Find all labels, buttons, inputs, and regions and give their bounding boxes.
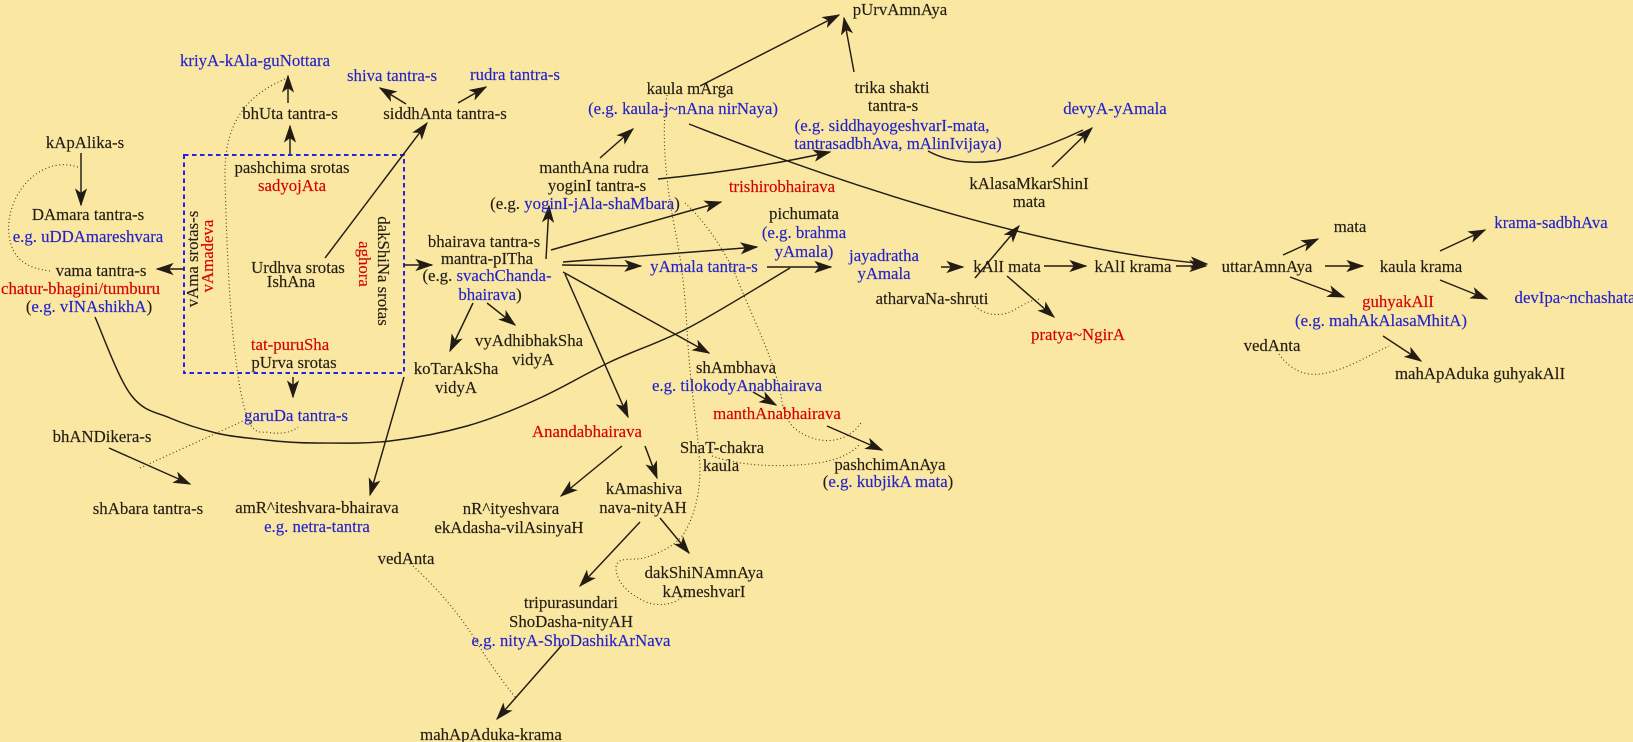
svg-text:vyAdhibhakSha: vyAdhibhakSha (475, 331, 584, 350)
svg-text:ShaT-chakra: ShaT-chakra (680, 438, 765, 457)
svg-text:e.g. netra-tantra: e.g. netra-tantra (264, 517, 370, 536)
svg-text:tantrasadbhAva, mAlinIvijaya): tantrasadbhAva, mAlinIvijaya) (794, 134, 1002, 153)
svg-text:rudra tantra-s: rudra tantra-s (470, 65, 560, 84)
svg-text:koTarAkSha: koTarAkSha (414, 359, 499, 378)
svg-text:Urdhva srotas: Urdhva srotas (251, 258, 345, 277)
svg-text:pUrva srotas: pUrva srotas (251, 353, 336, 372)
svg-text:kAlI mata: kAlI mata (973, 257, 1041, 276)
svg-text:kaula krama: kaula krama (1380, 257, 1463, 276)
svg-text:vidyA: vidyA (435, 378, 477, 397)
svg-text:kAlasaMkarShinI: kAlasaMkarShinI (969, 174, 1088, 193)
svg-text:vidyA: vidyA (512, 350, 554, 369)
svg-text:manthAnabhairava: manthAnabhairava (713, 404, 841, 423)
svg-text:kriyA-kAla-guNottara: kriyA-kAla-guNottara (180, 51, 331, 70)
svg-text:bhairava tantra-s: bhairava tantra-s (428, 232, 540, 251)
svg-text:jayadratha: jayadratha (848, 246, 919, 265)
svg-text:vAma srotas-s: vAma srotas-s (183, 211, 202, 307)
svg-text:kAmeshvarI: kAmeshvarI (663, 582, 746, 601)
svg-text:IshAna: IshAna (267, 272, 316, 291)
svg-text:tat-puruSha: tat-puruSha (251, 335, 330, 354)
svg-text:shAbara tantra-s: shAbara tantra-s (93, 499, 203, 518)
svg-text:tantra-s: tantra-s (868, 96, 918, 115)
svg-text:kApAlika-s: kApAlika-s (46, 133, 124, 152)
svg-text:pratya~NgirA: pratya~NgirA (1031, 325, 1125, 344)
svg-text:nava-nityAH: nava-nityAH (599, 498, 687, 517)
svg-text:yAmala): yAmala) (775, 242, 834, 261)
svg-text:ekAdasha-vilAsinyaH: ekAdasha-vilAsinyaH (434, 518, 583, 537)
svg-text:mahApAduka guhyakAlI: mahApAduka guhyakAlI (1395, 364, 1565, 383)
svg-text:kAmashiva: kAmashiva (606, 479, 683, 498)
svg-text:vedAnta: vedAnta (1244, 336, 1301, 355)
svg-text:pashchimAnAya: pashchimAnAya (834, 455, 946, 474)
svg-text:vAmadeva: vAmadeva (198, 219, 217, 292)
svg-text:aghora: aghora (355, 241, 374, 287)
svg-text:krama-sadbhAva: krama-sadbhAva (1494, 213, 1608, 232)
svg-text:devyA-yAmala: devyA-yAmala (1063, 99, 1167, 118)
svg-text:e.g. nityA-ShoDashikArNava: e.g. nityA-ShoDashikArNava (471, 631, 671, 650)
svg-text:(e.g. yoginI-jAla-shaMbara): (e.g. yoginI-jAla-shaMbara) (490, 194, 680, 213)
svg-text:(e.g. kaula-j~nAna nirNaya): (e.g. kaula-j~nAna nirNaya) (588, 99, 778, 118)
svg-text:Anandabhairava: Anandabhairava (532, 422, 643, 441)
svg-text:e.g. uDDAmareshvara: e.g. uDDAmareshvara (13, 227, 164, 246)
svg-text:uttarAmnAya: uttarAmnAya (1222, 257, 1313, 276)
svg-text:(e.g. vINAshikhA): (e.g. vINAshikhA) (26, 297, 152, 316)
svg-text:guhyakAlI: guhyakAlI (1362, 292, 1434, 311)
svg-text:e.g. tilokodyAnabhairava: e.g. tilokodyAnabhairava (652, 376, 823, 395)
svg-text:trika shakti: trika shakti (854, 78, 929, 97)
svg-text:pichumata: pichumata (769, 204, 839, 223)
svg-text:tripurasundari: tripurasundari (524, 593, 618, 612)
svg-text:bhUta tantra-s: bhUta tantra-s (242, 104, 338, 123)
svg-text:mahApAduka-krama: mahApAduka-krama (420, 725, 562, 742)
svg-text:mata: mata (1013, 192, 1046, 211)
svg-text:pUrvAmnAya: pUrvAmnAya (853, 0, 948, 19)
svg-text:(e.g. svachChanda-: (e.g. svachChanda- (422, 266, 551, 285)
svg-text:kaula: kaula (703, 456, 740, 475)
svg-text:shAmbhava: shAmbhava (696, 358, 777, 377)
svg-text:(e.g. mahAkAlasaMhitA): (e.g. mahAkAlasaMhitA) (1295, 311, 1467, 330)
svg-text:DAmara tantra-s: DAmara tantra-s (32, 205, 144, 224)
svg-text:dakShiNAmnAya: dakShiNAmnAya (645, 563, 764, 582)
svg-text:(e.g. siddhayogeshvarI-mata,: (e.g. siddhayogeshvarI-mata, (795, 116, 990, 135)
svg-text:vama tantra-s: vama tantra-s (56, 261, 147, 280)
svg-text:ShoDasha-nityAH: ShoDasha-nityAH (509, 612, 633, 631)
svg-text:(e.g. brahma: (e.g. brahma (762, 223, 847, 242)
svg-text:chatur-bhagini/tumburu: chatur-bhagini/tumburu (1, 279, 161, 298)
svg-text:vedAnta: vedAnta (378, 549, 435, 568)
svg-text:(e.g. kubjikA mata): (e.g. kubjikA mata) (823, 472, 954, 491)
svg-text:kaula mArga: kaula mArga (647, 79, 734, 98)
svg-text:yAmala: yAmala (857, 264, 911, 283)
svg-text:devIpa~nchashata: devIpa~nchashata (1515, 288, 1633, 307)
svg-text:sadyojAta: sadyojAta (258, 176, 327, 195)
svg-text:yoginI tantra-s: yoginI tantra-s (548, 176, 646, 195)
svg-text:garuDa tantra-s: garuDa tantra-s (244, 406, 348, 425)
svg-text:mantra-pITha: mantra-pITha (441, 249, 534, 268)
svg-text:siddhAnta tantra-s: siddhAnta tantra-s (383, 104, 507, 123)
svg-text:amR^iteshvara-bhairava: amR^iteshvara-bhairava (235, 498, 399, 517)
svg-text:kAlI krama: kAlI krama (1095, 257, 1172, 276)
svg-text:bhANDikera-s: bhANDikera-s (53, 427, 152, 446)
svg-text:nR^ityeshvara: nR^ityeshvara (463, 499, 560, 518)
svg-text:pashchima srotas: pashchima srotas (234, 158, 349, 177)
svg-text:trishirobhairava: trishirobhairava (729, 177, 836, 196)
svg-text:dakShiNa srotas: dakShiNa srotas (374, 216, 393, 326)
svg-text:bhairava): bhairava) (458, 285, 521, 304)
svg-text:atharvaNa-shruti: atharvaNa-shruti (876, 289, 989, 308)
svg-text:mata: mata (1334, 217, 1367, 236)
svg-text:shiva tantra-s: shiva tantra-s (347, 66, 437, 85)
svg-text:yAmala tantra-s: yAmala tantra-s (650, 257, 758, 276)
svg-text:manthAna rudra: manthAna rudra (539, 158, 649, 177)
